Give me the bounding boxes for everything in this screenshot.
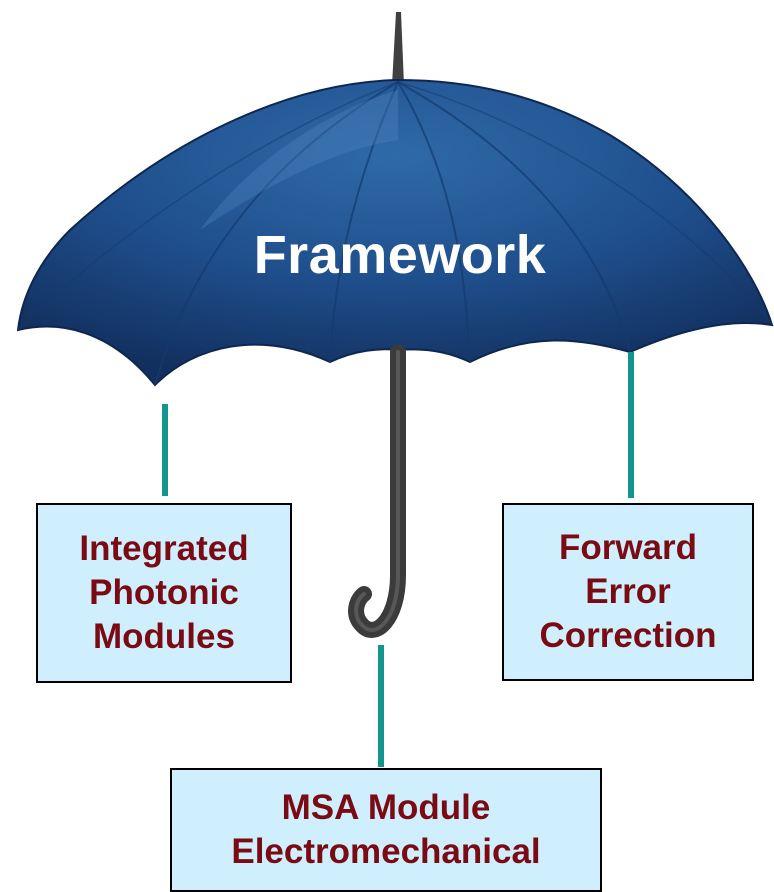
connector-center bbox=[378, 645, 384, 767]
box-line: Error bbox=[585, 572, 671, 611]
connector-left bbox=[162, 404, 168, 496]
connector-right bbox=[628, 352, 634, 498]
box-forward-error-correction: Forward Error Correction bbox=[502, 503, 754, 681]
box-line: MSA Module bbox=[281, 788, 491, 827]
box-line: Modules bbox=[93, 617, 235, 656]
umbrella-canopy bbox=[16, 78, 774, 387]
umbrella-title: Framework bbox=[253, 225, 547, 285]
umbrella-tip bbox=[392, 12, 404, 85]
box-integrated-photonic-modules: Integrated Photonic Modules bbox=[36, 503, 292, 683]
box-line: Integrated bbox=[79, 529, 249, 568]
box-line: Photonic bbox=[89, 573, 239, 612]
umbrella-handle bbox=[348, 344, 406, 638]
box-line: Electromechanical bbox=[231, 832, 541, 871]
box-line: Correction bbox=[539, 616, 717, 655]
box-line: Forward bbox=[558, 528, 698, 567]
box-msa-module-electromechanical: MSA Module Electromechanical bbox=[170, 768, 602, 892]
